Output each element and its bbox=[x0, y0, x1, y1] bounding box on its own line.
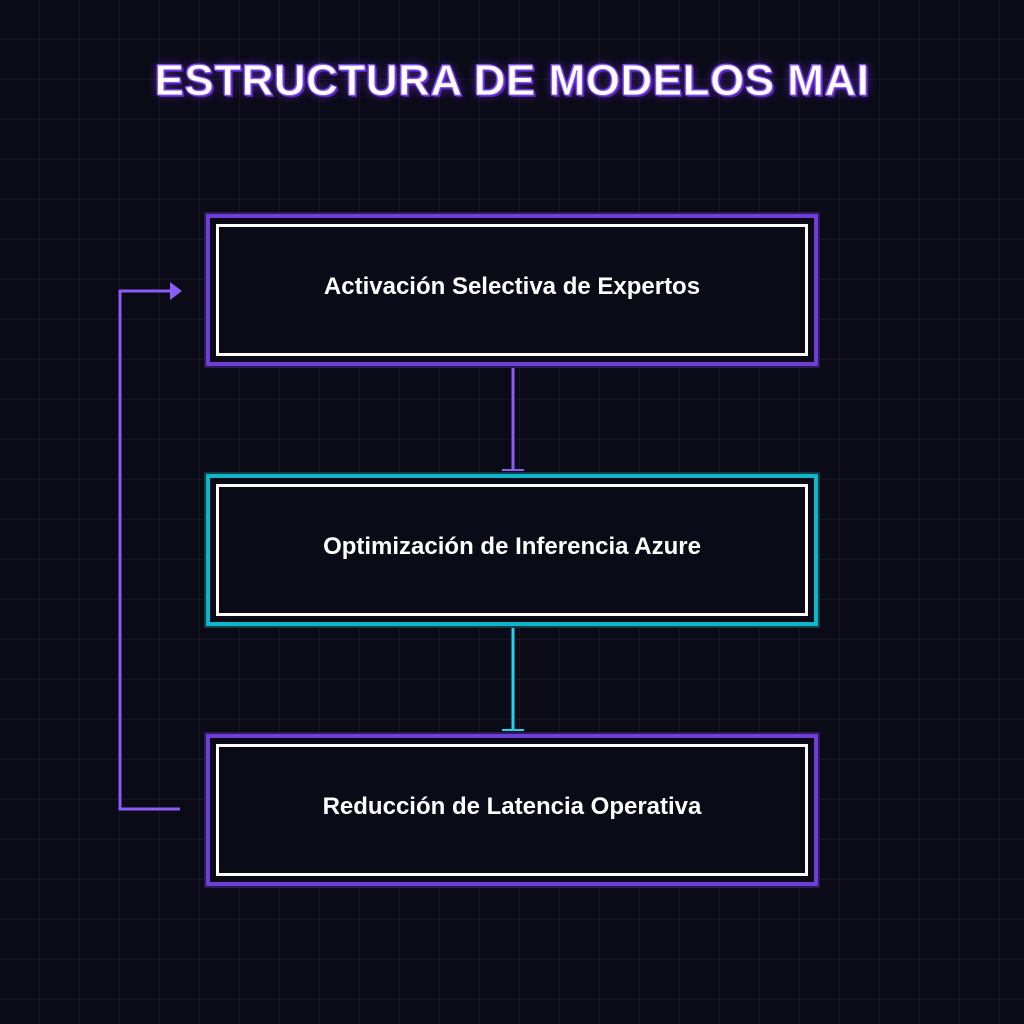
node-label: Optimización de Inferencia Azure bbox=[323, 533, 701, 560]
node-label: Reducción de Latencia Operativa bbox=[322, 793, 702, 820]
node-inner-frame: Activación Selectiva de Expertos bbox=[216, 224, 808, 356]
diagram-title: ESTRUCTURA DE MODELOS MAI bbox=[154, 56, 870, 106]
node-activacion-selectiva: Activación Selectiva de Expertos bbox=[206, 214, 818, 366]
feedback-loop-edge bbox=[118, 289, 180, 811]
node-reduccion-latencia: Reducción de Latencia Operativa bbox=[206, 734, 818, 886]
node-label: Activación Selectiva de Expertos bbox=[323, 273, 701, 300]
feedback-loop-arrowhead bbox=[170, 282, 182, 300]
node-optimizacion-inferencia: Optimización de Inferencia Azure bbox=[206, 474, 818, 626]
node-inner-frame: Reducción de Latencia Operativa bbox=[216, 744, 808, 876]
node-inner-frame: Optimización de Inferencia Azure bbox=[216, 484, 808, 616]
